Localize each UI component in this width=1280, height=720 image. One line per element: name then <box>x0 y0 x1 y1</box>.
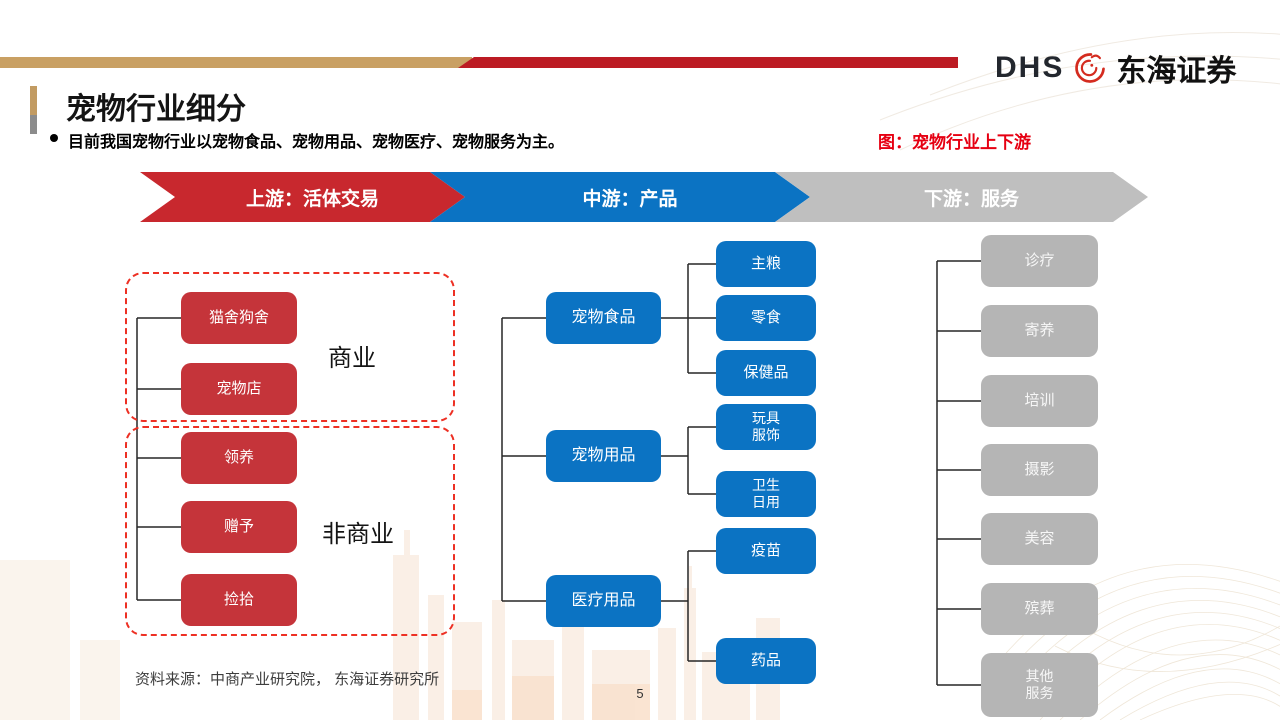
node-training: 培训 <box>981 375 1098 427</box>
figure-caption: 图：宠物行业上下游 <box>878 133 1031 152</box>
node-medical-supplies: 医疗用品 <box>546 575 661 627</box>
node-cattery: 猫舍狗舍 <box>181 292 297 344</box>
flow-stage-upstream-label: 上游：活体交易 <box>245 188 379 210</box>
logo-brand-text: 东海证券 <box>1116 55 1237 88</box>
dragon-logo-icon <box>1075 53 1106 83</box>
node-grooming: 美容 <box>981 513 1098 565</box>
title-accent-bar <box>30 86 37 134</box>
flow-stage-downstream: 下游：服务 <box>775 172 1148 222</box>
flow-stage-midstream-label: 中游：产品 <box>582 188 678 210</box>
group-label-commercial: 商业 <box>328 345 376 372</box>
node-pet-shop: 宠物店 <box>181 363 297 415</box>
node-health-products: 保健品 <box>716 350 816 396</box>
node-toys-apparel: 玩具 服饰 <box>716 404 816 450</box>
node-pet-supplies: 宠物用品 <box>546 430 661 482</box>
group-label-noncommercial: 非商业 <box>322 521 394 548</box>
node-boarding: 寄养 <box>981 305 1098 357</box>
node-diagnosis: 诊疗 <box>981 235 1098 287</box>
company-logo: DHS 东海证券 <box>995 46 1255 90</box>
node-medicine: 药品 <box>716 638 816 684</box>
node-staple-food: 主粮 <box>716 241 816 287</box>
page-title: 宠物行业细分 <box>66 93 246 126</box>
flow-stage-upstream: 上游：活体交易 <box>140 172 465 222</box>
logo-dhs-text: DHS <box>995 51 1065 84</box>
page-number: 5 <box>636 686 644 701</box>
node-funeral: 殡葬 <box>981 583 1098 635</box>
top-bar-red <box>458 57 958 68</box>
group-frame-noncommercial <box>125 426 455 636</box>
node-adoption: 领养 <box>181 432 297 484</box>
node-pickup: 捡拾 <box>181 574 297 626</box>
bullet-row: 目前我国宠物行业以宠物食品、宠物用品、宠物医疗、宠物服务为主。 <box>50 128 564 152</box>
flow-stage-midstream: 中游：产品 <box>430 172 810 222</box>
bullet-dot-icon <box>50 134 58 142</box>
bullet-text: 目前我国宠物行业以宠物食品、宠物用品、宠物医疗、宠物服务为主。 <box>68 134 565 151</box>
node-photography: 摄影 <box>981 444 1098 496</box>
node-other-services: 其他 服务 <box>981 653 1098 717</box>
group-frame-commercial <box>125 272 455 422</box>
node-snacks: 零食 <box>716 295 816 341</box>
node-gifting: 赠予 <box>181 501 297 553</box>
node-pet-food: 宠物食品 <box>546 292 661 344</box>
source-note: 资料来源：中商产业研究院， 东海证券研究所 <box>135 671 440 688</box>
flow-stage-downstream-label: 下游：服务 <box>923 188 1019 210</box>
node-hygiene-daily: 卫生 日用 <box>716 471 816 517</box>
top-bar-gold <box>0 57 472 68</box>
node-vaccines: 疫苗 <box>716 528 816 574</box>
